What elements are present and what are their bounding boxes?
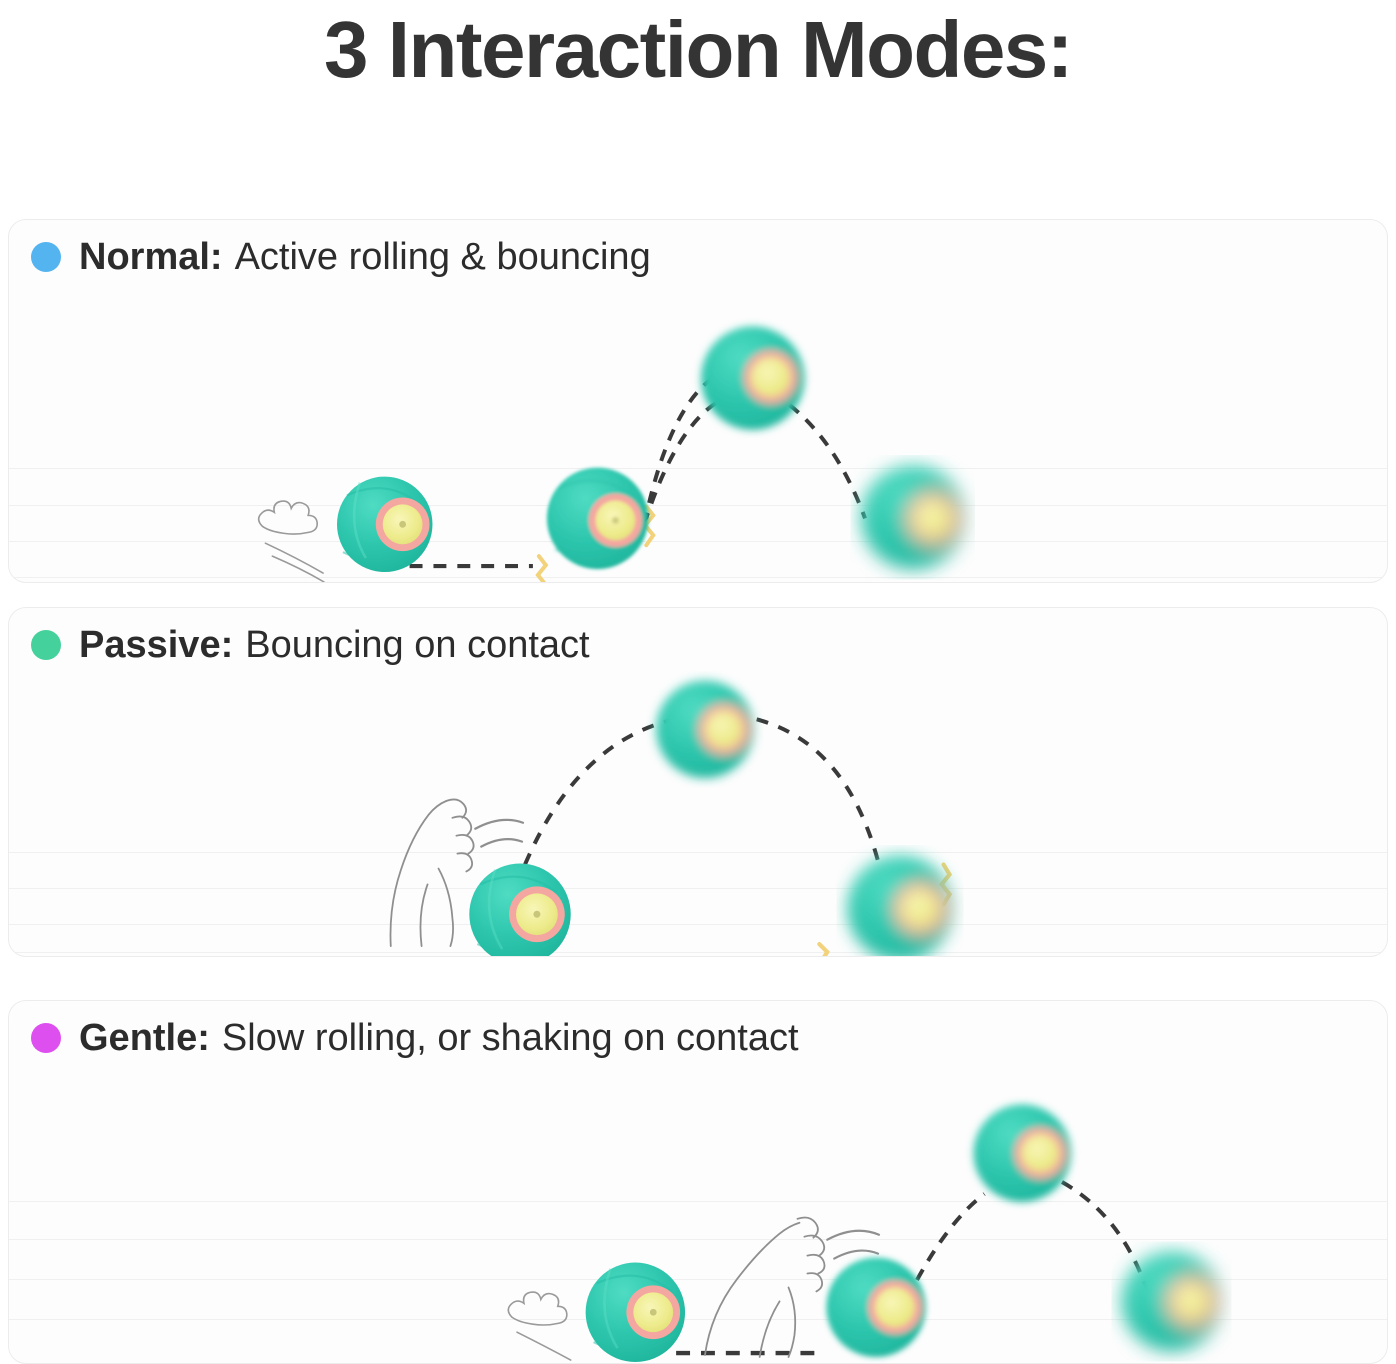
page-title: 3 Interaction Modes: — [324, 5, 1073, 94]
mode-header-text: Normal: Active rolling & bouncing — [79, 234, 651, 280]
mode-header-passive: Passive: Bouncing on contact — [31, 622, 590, 668]
ruled-line — [9, 1239, 1387, 1240]
vibration-squiggle-icon — [535, 504, 656, 582]
mode-card-gentle: Gentle: Slow rolling, or shaking on conta… — [8, 1000, 1388, 1364]
mode-label-passive: Passive: — [79, 624, 234, 666]
mode-description-passive: Bouncing on contact — [245, 624, 590, 666]
ruled-line — [9, 505, 1387, 506]
dashed-trajectory-icon — [905, 1192, 986, 1301]
mode-header-text: Passive: Bouncing on contact — [79, 622, 590, 668]
mode-label-normal: Normal: — [79, 236, 223, 278]
smart-ball — [469, 863, 571, 956]
ruled-line — [9, 468, 1387, 469]
status-dot-gentle — [31, 1023, 61, 1053]
ruled-line — [9, 1201, 1387, 1202]
mode-header-gentle: Gentle: Slow rolling, or shaking on conta… — [31, 1015, 799, 1061]
status-dot-passive — [31, 630, 61, 660]
dashed-trajectory-icon — [756, 717, 881, 866]
mode-header-text: Gentle: Slow rolling, or shaking on conta… — [79, 1015, 799, 1061]
dashed-trajectory-icon — [642, 401, 718, 525]
vibration-squiggle-icon — [817, 862, 953, 956]
dashed-trajectory-icon — [788, 403, 867, 520]
ruled-line — [9, 1319, 1387, 1320]
smart-ball — [826, 1257, 926, 1358]
dashed-trajectory-icon — [1061, 1180, 1150, 1293]
smart-ball — [700, 326, 805, 430]
smart-ball — [847, 855, 953, 956]
mode-header-normal: Normal: Active rolling & bouncing — [31, 234, 651, 280]
ruled-line — [9, 952, 1387, 953]
smart-ball — [546, 467, 649, 570]
ruled-line — [9, 577, 1387, 578]
smart-ball — [656, 680, 754, 779]
dashed-trajectory-icon — [642, 375, 716, 525]
ruled-line — [9, 888, 1387, 889]
motion-arc-icon — [474, 818, 525, 848]
smart-ball — [861, 465, 965, 570]
mode-card-normal: Normal: Active rolling & bouncing — [8, 219, 1388, 583]
smart-ball — [336, 476, 433, 573]
smart-ball — [973, 1104, 1071, 1202]
ruled-line — [9, 924, 1387, 925]
mode-description-gentle: Slow rolling, or shaking on contact — [221, 1017, 799, 1059]
smart-ball — [585, 1262, 686, 1363]
cat-paw-swipe-icon — [507, 1291, 572, 1361]
mode-card-passive: Passive: Bouncing on contact — [8, 607, 1388, 957]
mode-description-normal: Active rolling & bouncing — [234, 236, 651, 278]
smart-ball — [1121, 1251, 1222, 1352]
ruled-line — [9, 1279, 1387, 1280]
dashed-trajectory-icon — [523, 713, 699, 866]
ruled-line — [9, 852, 1387, 853]
motion-arc-icon — [826, 1229, 881, 1260]
ruled-line — [9, 541, 1387, 542]
status-dot-normal — [31, 242, 61, 272]
mode-label-gentle: Gentle: — [79, 1017, 210, 1059]
